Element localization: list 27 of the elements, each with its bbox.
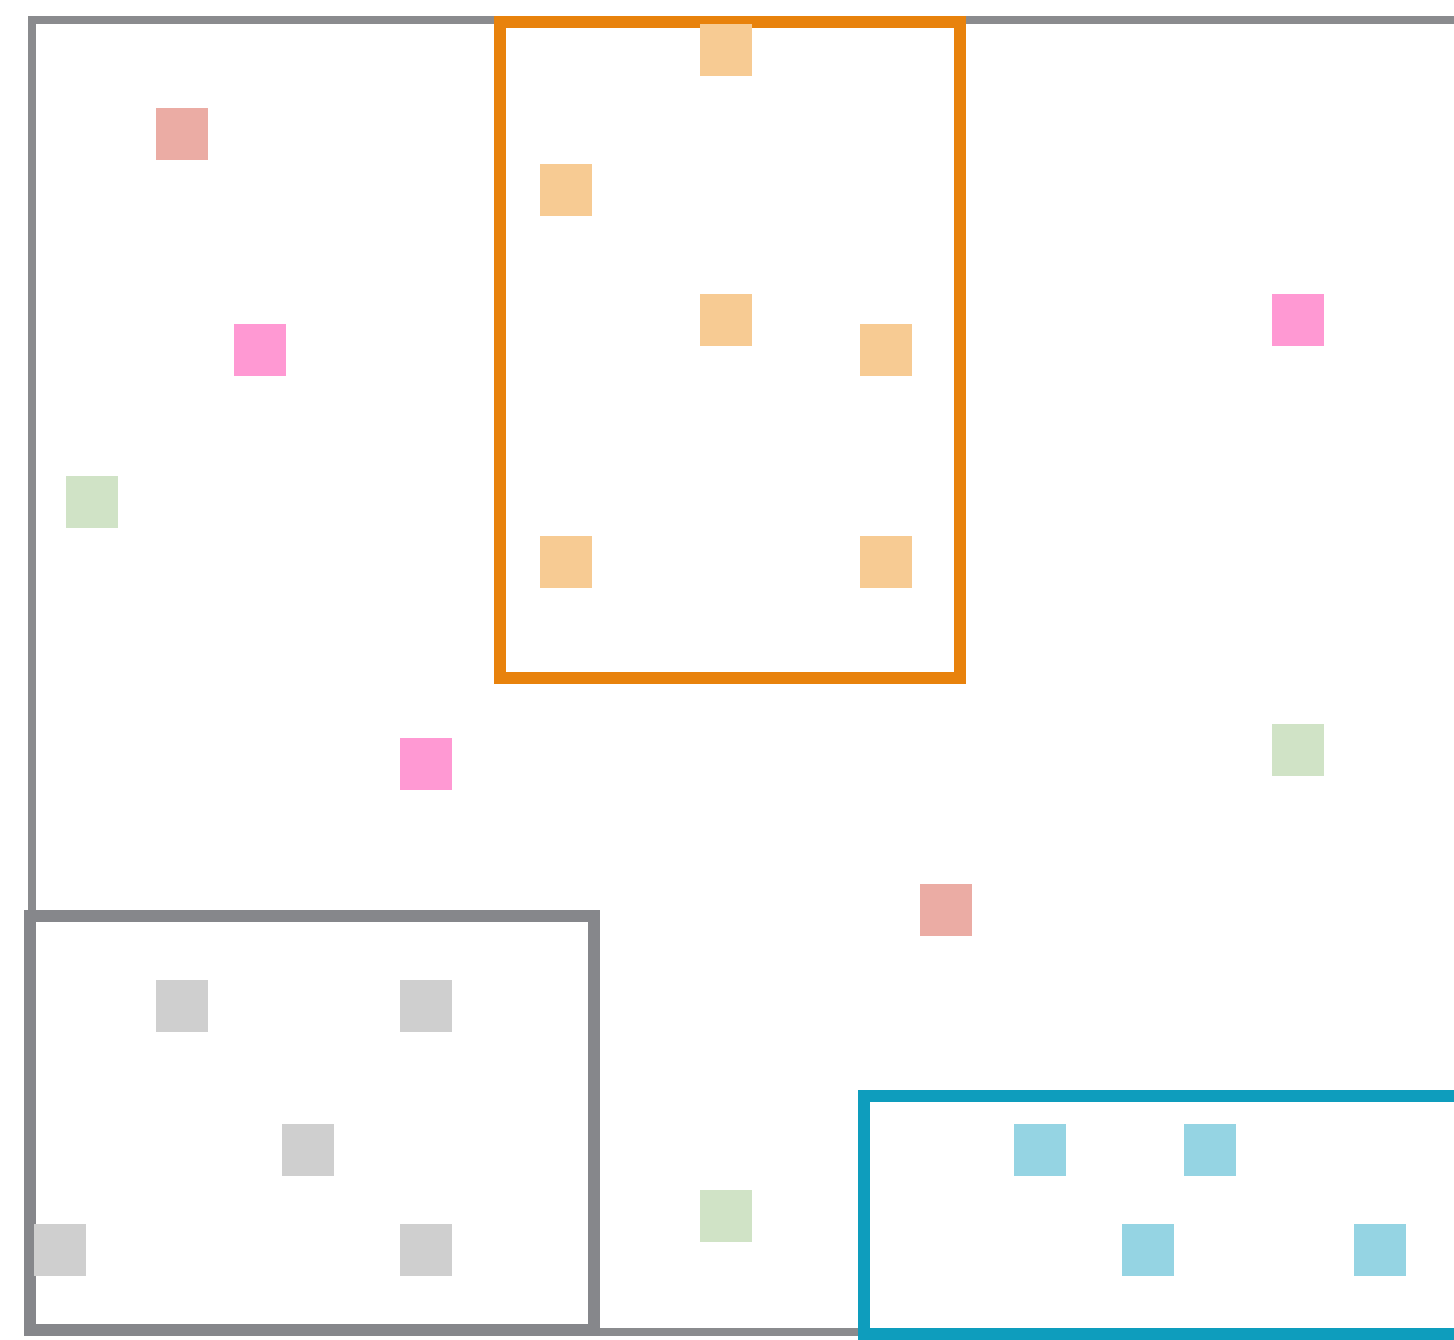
square-marker: [1122, 1224, 1174, 1276]
outline-frame: [24, 910, 600, 1336]
square-marker: [860, 536, 912, 588]
square-marker: [34, 1224, 86, 1276]
square-marker: [156, 108, 208, 160]
square-marker: [282, 1124, 334, 1176]
square-marker: [860, 324, 912, 376]
square-marker: [1184, 1124, 1236, 1176]
square-marker: [1272, 294, 1324, 346]
square-marker: [540, 164, 592, 216]
outline-frame: [28, 16, 1454, 1336]
square-marker: [156, 980, 208, 1032]
square-marker: [400, 980, 452, 1032]
square-marker: [700, 24, 752, 76]
square-marker: [1354, 1224, 1406, 1276]
square-marker: [540, 536, 592, 588]
square-marker: [234, 324, 286, 376]
square-marker: [400, 1224, 452, 1276]
square-marker: [400, 738, 452, 790]
square-marker: [920, 884, 972, 936]
square-marker: [1272, 724, 1324, 776]
square-marker: [700, 1190, 752, 1242]
square-marker: [66, 476, 118, 528]
outline-frame: [858, 1090, 1454, 1340]
outline-frame: [494, 16, 966, 684]
square-marker: [1014, 1124, 1066, 1176]
square-marker: [700, 294, 752, 346]
